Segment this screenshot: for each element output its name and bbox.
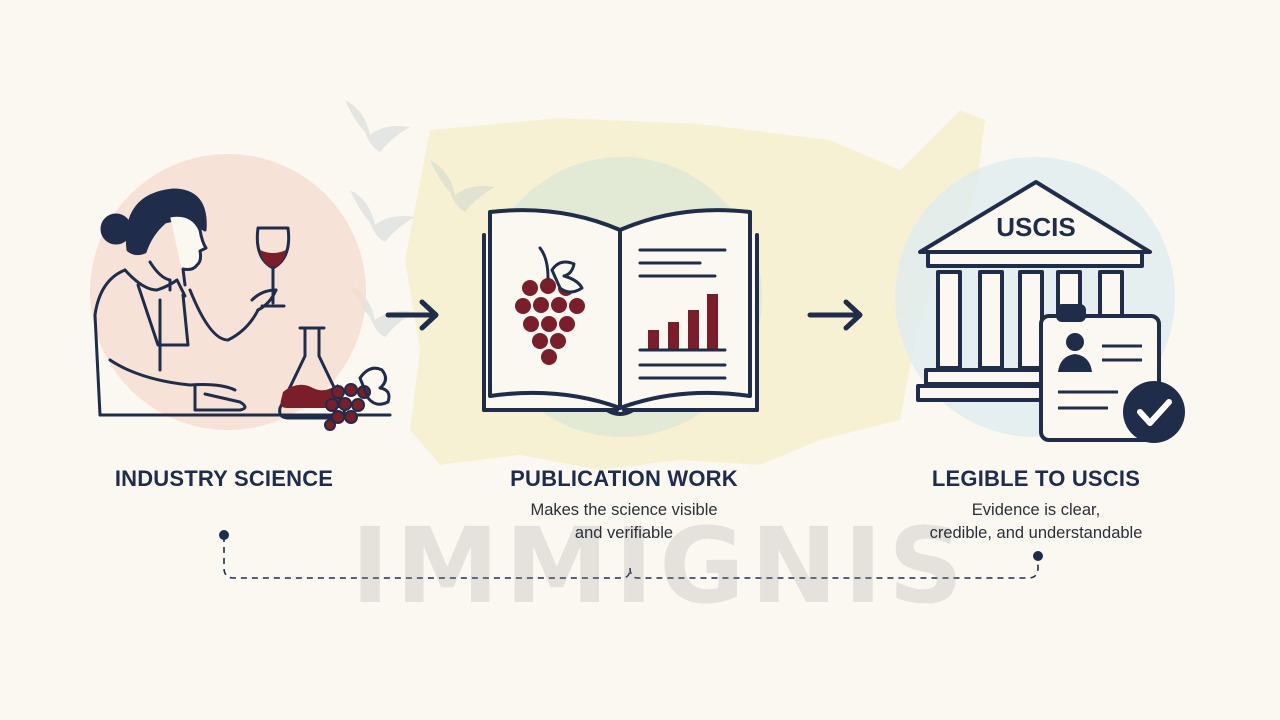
book-illustration <box>482 208 759 416</box>
arrow-2 <box>807 299 863 331</box>
step-2-line-1: Makes the science visible <box>530 501 718 519</box>
dashed-connector <box>223 536 1039 579</box>
step-3-title: LEGIBLE TO USCIS <box>931 466 1141 491</box>
step-3-line-2: credible, and understandable <box>929 524 1143 542</box>
building-sign: USCIS <box>996 212 1075 242</box>
checkmark-badge-icon <box>1123 381 1185 443</box>
step-2-title: PUBLICATION WORK <box>510 466 738 491</box>
step-2-line-2: and verifiable <box>574 524 674 542</box>
step-1-title: INDUSTRY SCIENCE <box>114 466 334 491</box>
step-3-description: Evidence is clear, credible, and underst… <box>886 499 1186 545</box>
connector-dot-left <box>219 530 229 540</box>
arrow-1 <box>385 299 439 331</box>
scientist-illustration <box>93 188 392 431</box>
step-2-description: Makes the science visible and verifiable <box>484 499 764 545</box>
connector-dot-right <box>1033 551 1043 561</box>
step-3-line-1: Evidence is clear, <box>971 501 1101 519</box>
